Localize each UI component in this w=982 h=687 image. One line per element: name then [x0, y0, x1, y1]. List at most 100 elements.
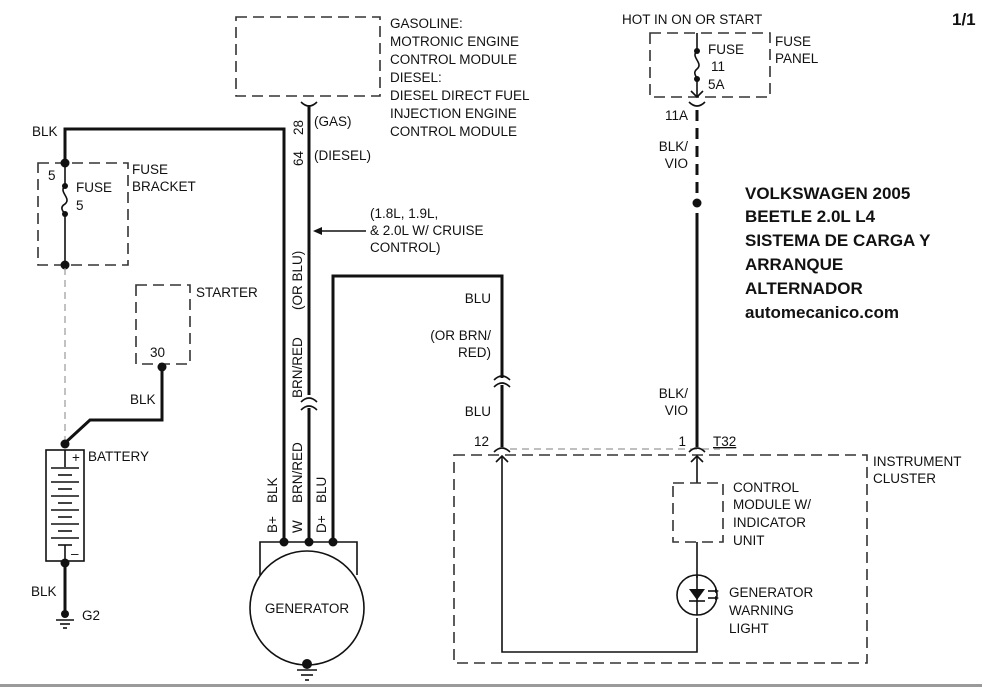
generator-terminal-bar — [259, 541, 358, 575]
fuse-bracket-label-2: BRACKET — [132, 179, 196, 194]
title-line-3: SISTEMA DE CARGA Y — [745, 231, 931, 250]
cruise-arrow-icon — [313, 227, 322, 235]
fuse11-icon — [694, 50, 700, 80]
connector-11a-label: 11A — [665, 108, 688, 123]
w-wire-color-upper: BRN/RED — [290, 337, 305, 398]
w-wire-connector-icon — [300, 397, 318, 411]
engine-control-module: GASOLINE: MOTRONIC ENGINE CONTROL MODULE… — [235, 16, 530, 166]
d-plus-wire-upper — [331, 274, 504, 542]
cluster-pin-arrow-icons — [495, 454, 704, 463]
generator-label: GENERATOR — [265, 601, 350, 616]
control-module-label-3: INDICATOR — [733, 515, 806, 530]
generator-ground-icon — [297, 659, 317, 681]
fuse11-number: 11 — [711, 59, 725, 74]
ecm-label-1: GASOLINE: — [390, 16, 463, 31]
fuse11-rating: 5A — [708, 77, 725, 92]
battery-ground-wire-label: BLK — [31, 584, 57, 599]
ecm-pin-gas-note: (GAS) — [314, 114, 352, 129]
fuse5-number: 5 — [76, 198, 84, 213]
d-plus-connector-icon — [493, 375, 511, 388]
fuse-bracket-box — [37, 162, 129, 266]
generator: BLK BRN/RED BLU B+ W D+ GENERATOR — [249, 442, 365, 681]
connector-t32-label: T32 — [713, 434, 736, 449]
d-plus-wire-alt-2: RED) — [458, 345, 491, 360]
control-module-box — [672, 482, 724, 543]
w-wire-alt-color: (OR BLU) — [290, 251, 305, 310]
ecm-pin-gas: 28 — [291, 120, 306, 135]
title-line-2: BEETLE 2.0L L4 — [745, 207, 876, 226]
cluster-pin-12: 12 — [474, 434, 489, 449]
control-module-label-1: CONTROL — [733, 480, 799, 495]
ecm-label-4: DIESEL: — [390, 70, 442, 85]
blk-vio-label-upper-1: BLK/ — [659, 139, 689, 154]
title-line-4: ARRANQUE — [745, 255, 843, 274]
fuse-bracket-splice-bottom — [60, 260, 70, 270]
title-line-5: ALTERNADOR — [745, 279, 863, 298]
battery-positive-dot — [60, 439, 70, 449]
blk-wire-label: BLK — [32, 124, 58, 139]
cruise-note-3: CONTROL) — [370, 240, 441, 255]
battery-label: BATTERY — [88, 449, 149, 464]
control-module-label-2: MODULE W/ — [733, 497, 811, 512]
connector-11a-icon — [688, 101, 706, 107]
generator-w-wire-color: BRN/RED — [290, 442, 305, 503]
ground-g2-icon — [56, 610, 74, 629]
warning-light-label-1: GENERATOR — [729, 585, 814, 600]
fuse-panel-box — [649, 32, 771, 98]
d-plus-wire-color: BLU — [465, 291, 491, 306]
blk-vio-label-lower-2: VIO — [665, 403, 688, 418]
ecm-label-6: INJECTION ENGINE — [390, 106, 517, 121]
starter-label: STARTER — [196, 285, 258, 300]
fuse11-label: FUSE — [708, 42, 744, 57]
title-website: automecanico.com — [745, 303, 899, 322]
ecm-label-2: MOTRONIC ENGINE — [390, 34, 519, 49]
fuse-panel: HOT IN ON OR START FUSE PANEL FUSE 11 5A… — [622, 12, 819, 123]
battery-cells-icon — [51, 467, 79, 546]
d-plus-wire-color-lower: BLU — [465, 404, 491, 419]
generator-terminal-w — [304, 537, 314, 547]
page-indicator: 1/1 — [952, 10, 976, 29]
ecm-label-3: CONTROL MODULE — [390, 52, 517, 67]
cluster-pin-connector-icons — [493, 447, 706, 453]
ecm-box — [235, 16, 381, 97]
blk-wire-b-plus — [63, 127, 286, 542]
control-module-label-4: UNIT — [733, 533, 765, 548]
fuse-panel-label-1: FUSE — [775, 34, 811, 49]
warning-light-label-2: WARNING — [729, 603, 794, 618]
cruise-note-2: & 2.0L W/ CRUISE — [370, 223, 484, 238]
ecm-label-7: CONTROL MODULE — [390, 124, 517, 139]
battery-plus-sign: + — [72, 450, 80, 465]
fuse-bracket-terminal: 5 — [48, 168, 56, 183]
cluster-pin-1: 1 — [678, 434, 686, 449]
fuse5-label: FUSE — [76, 180, 112, 195]
blk-vio-label-upper-2: VIO — [665, 156, 688, 171]
fuse11-arrow-icon — [690, 90, 704, 99]
battery: + – BATTERY BLK G2 — [31, 439, 149, 629]
generator-b-plus-wire-color: BLK — [265, 477, 280, 503]
ecm-label-5: DIESEL DIRECT FUEL — [390, 88, 530, 103]
generator-d-plus-wire-color: BLU — [314, 477, 329, 503]
blk-vio-splice — [692, 198, 702, 208]
starter-wire-label: BLK — [130, 392, 156, 407]
starter: STARTER 30 BLK — [63, 284, 258, 445]
title-line-1: VOLKSWAGEN 2005 — [745, 184, 910, 203]
generator-terminal-b-plus — [279, 537, 289, 547]
starter-terminal: 30 — [150, 345, 165, 360]
starter-wire — [63, 367, 164, 445]
generator-pin-b-plus: B+ — [265, 516, 280, 533]
fuse-bracket: FUSE BRACKET 5 FUSE 5 — [37, 158, 196, 270]
fuse-icon — [61, 185, 68, 215]
diagram-title: VOLKSWAGEN 2005 BEETLE 2.0L L4 SISTEMA D… — [745, 184, 931, 322]
instrument-cluster-label-1: INSTRUMENT — [873, 454, 962, 469]
cluster-internal-d-plus-wire — [501, 456, 698, 653]
cruise-note-1: (1.8L, 1.9L, — [370, 206, 438, 221]
ecm-pin-diesel: 64 — [291, 150, 306, 166]
battery-minus-sign: – — [71, 546, 79, 561]
instrument-cluster: INSTRUMENT CLUSTER CONTROL MODULE W/ IND… — [453, 447, 962, 664]
ecm-pin-diesel-note: (DIESEL) — [314, 148, 371, 163]
d-plus-wire-alt-1: (OR BRN/ — [430, 328, 491, 343]
warning-light-led-icon — [676, 574, 719, 616]
instrument-cluster-box — [453, 454, 868, 664]
ground-g2-label: G2 — [82, 608, 100, 623]
